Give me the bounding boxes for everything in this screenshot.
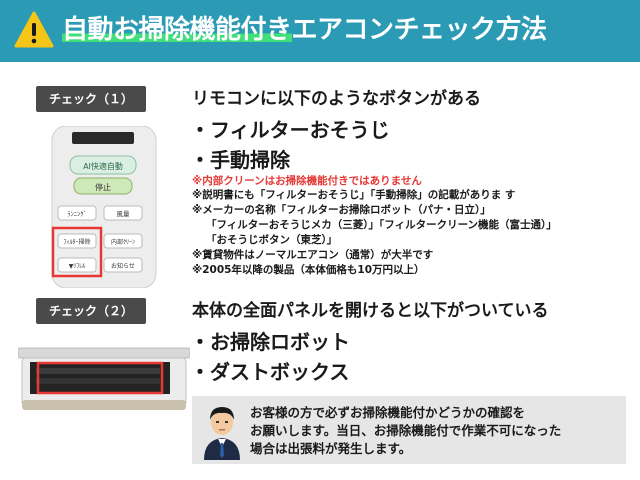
check1-item-filter: ・フィルターおそうじ [190,118,390,142]
remote-btn1-label: ﾗﾝﾆﾝｸﾞ [67,210,87,218]
notice-line: お願いします。当日、お掃除機能付で作業不可になった [250,423,562,438]
remote-btn5-label: ▼ﾘﾌﾚﾙ [69,263,86,270]
remote-stop-label: 停止 [95,182,111,192]
notice-text: お客様の方で必ずお掃除機能付かどうかの確認を お願いします。当日、お掃除機能付で… [250,404,561,458]
warning-icon [14,11,54,48]
remote-btn6-label: お知らせ [111,262,135,270]
staff-person-icon [204,407,240,460]
remote-btn3-label: ﾌｨﾙﾀｰ掃除 [63,238,90,246]
notice-line: お客様の方で必ずお掃除機能付かどうかの確認を [250,405,526,420]
check1-badge: チェック（１） [36,86,146,112]
check1-note: ※メーカーの名称「フィルターお掃除ロボット（パナ・日立）」 [192,204,491,216]
check2-heading: 本体の全面パネルを開けると以下がついている [192,301,549,321]
check1-note: 「おそうじボタン（東芝）」 [206,234,338,246]
check1-note: ※説明書にも「フィルターおそうじ」「手動掃除」の記載がありま す [192,189,516,201]
air-conditioner-image [18,347,190,410]
check1-note: ※賃貸物件はノーマルエアコン（通常）が大半です [192,249,434,261]
remote-control-image: AI快適自動 停止 ﾗﾝﾆﾝｸﾞ 風量 ﾌｨﾙﾀｰ掃除 内部ｸﾘｰﾝ ▼ﾘﾌﾚﾙ… [51,126,157,288]
remote-highlight-frame [51,226,103,278]
remote-btn4-label: 内部ｸﾘｰﾝ [111,238,135,246]
check2-badge: チェック（２） [36,298,146,324]
check1-note: 「フィルターおそうじメカ（三菱）」「フィルタークリーン機能（富士通）」 [206,219,557,231]
remote-btn2-label: 風量 [117,210,131,218]
check2-item-robot: ・お掃除ロボット [190,330,350,354]
page-title: 自動お掃除機能付きエアコンチェック方法 [62,8,547,52]
header-bar: 自動お掃除機能付きエアコンチェック方法 [0,0,640,62]
notice-box [192,396,626,464]
check1-note-red: ※内部クリーンはお掃除機能付きではありません [192,175,422,187]
remote-ai-label: AI快適自動 [83,161,123,171]
check1-heading: リモコンに以下のようなボタンがある [192,89,481,109]
check2-item-dustbox: ・ダストボックス [190,360,350,384]
ac-highlight-frame [36,361,164,395]
title-highlight: 自動お掃除機能付き [62,15,292,45]
notice-line: 場合は出張料が発生します。 [250,441,412,456]
check1-item-manual: ・手動掃除 [190,148,290,172]
check1-note: ※2005年以降の製品（本体価格も10万円以上） [192,264,425,276]
title-rest: エアコンチェック方法 [291,15,548,45]
